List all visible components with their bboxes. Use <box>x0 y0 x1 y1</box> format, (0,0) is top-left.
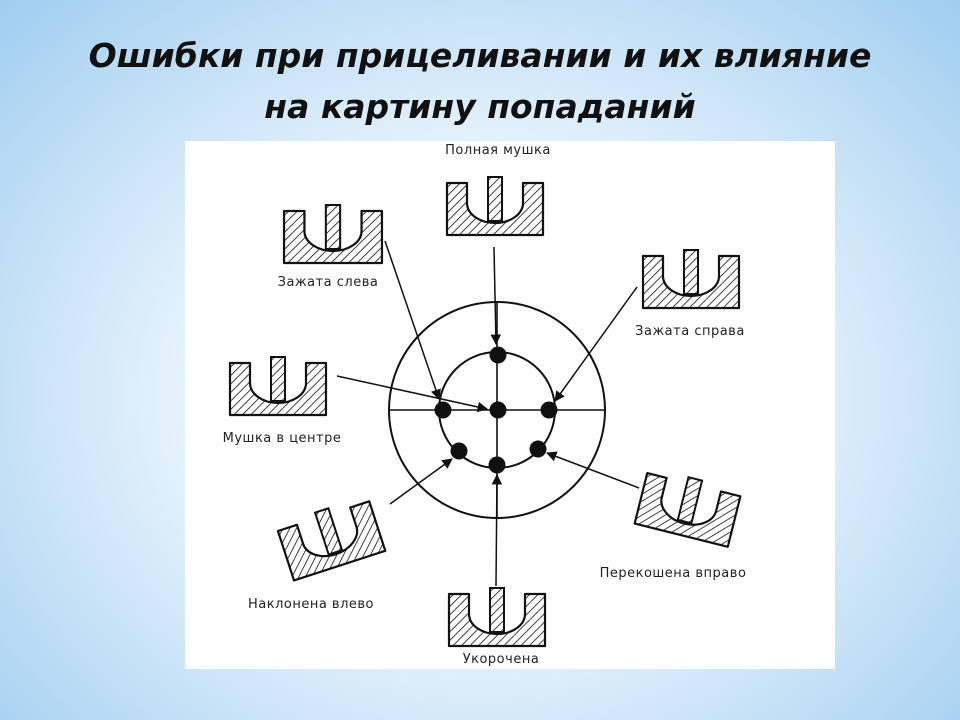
arrow-clamped-right <box>554 286 638 402</box>
diagram-canvas: Полная мушка Зажата слева Зажата справа … <box>223 143 747 667</box>
hit-point-tilted-right <box>529 440 547 458</box>
arrow-centered <box>336 375 489 413</box>
rear-sight-full-icon <box>445 175 545 237</box>
slide-title: Ошибки при прицеливании и их влияние на … <box>0 30 960 132</box>
arrow-tilted-left <box>389 458 453 505</box>
arrow-full-sight <box>490 246 502 346</box>
hit-point-centered <box>489 401 507 419</box>
aiming-errors-diagram: Полная мушка Зажата слева Зажата справа … <box>185 141 835 669</box>
arrows <box>336 240 640 587</box>
rear-sight-tilted-left-icon <box>274 494 387 582</box>
hit-point-tilted-left <box>450 442 468 460</box>
rear-sight-centered-icon <box>228 355 328 417</box>
hit-point-full-sight <box>489 346 507 364</box>
hit-point-clamped-left <box>434 401 452 419</box>
rear-sight-clamped-left-icon <box>282 203 384 265</box>
label-centered: Мушка в центре <box>223 431 342 446</box>
arrow-tilted-right <box>546 451 640 489</box>
rear-sight-clamped-right-icon <box>641 248 741 310</box>
slide-title-line-1: Ошибки при прицеливании и их влияние <box>88 36 872 75</box>
label-full-sight: Полная мушка <box>445 143 551 158</box>
hit-point-clamped-right <box>540 401 558 419</box>
hit-point-shortened <box>488 456 506 474</box>
hit-points <box>434 346 558 474</box>
label-tilted-right: Перекошена вправо <box>600 566 747 581</box>
arrow-shortened <box>491 473 503 587</box>
label-clamped-right: Зажата справа <box>635 324 745 339</box>
label-clamped-left: Зажата слева <box>278 275 379 290</box>
label-tilted-left: Наклонена влево <box>248 597 374 612</box>
arrow-clamped-left <box>384 240 441 400</box>
rear-sight-tilted-right-icon <box>633 466 743 548</box>
rear-sight-shortened-icon <box>447 586 547 648</box>
label-shortened: Укорочена <box>463 652 540 667</box>
slide-title-line-2: на картину попаданий <box>264 87 696 126</box>
